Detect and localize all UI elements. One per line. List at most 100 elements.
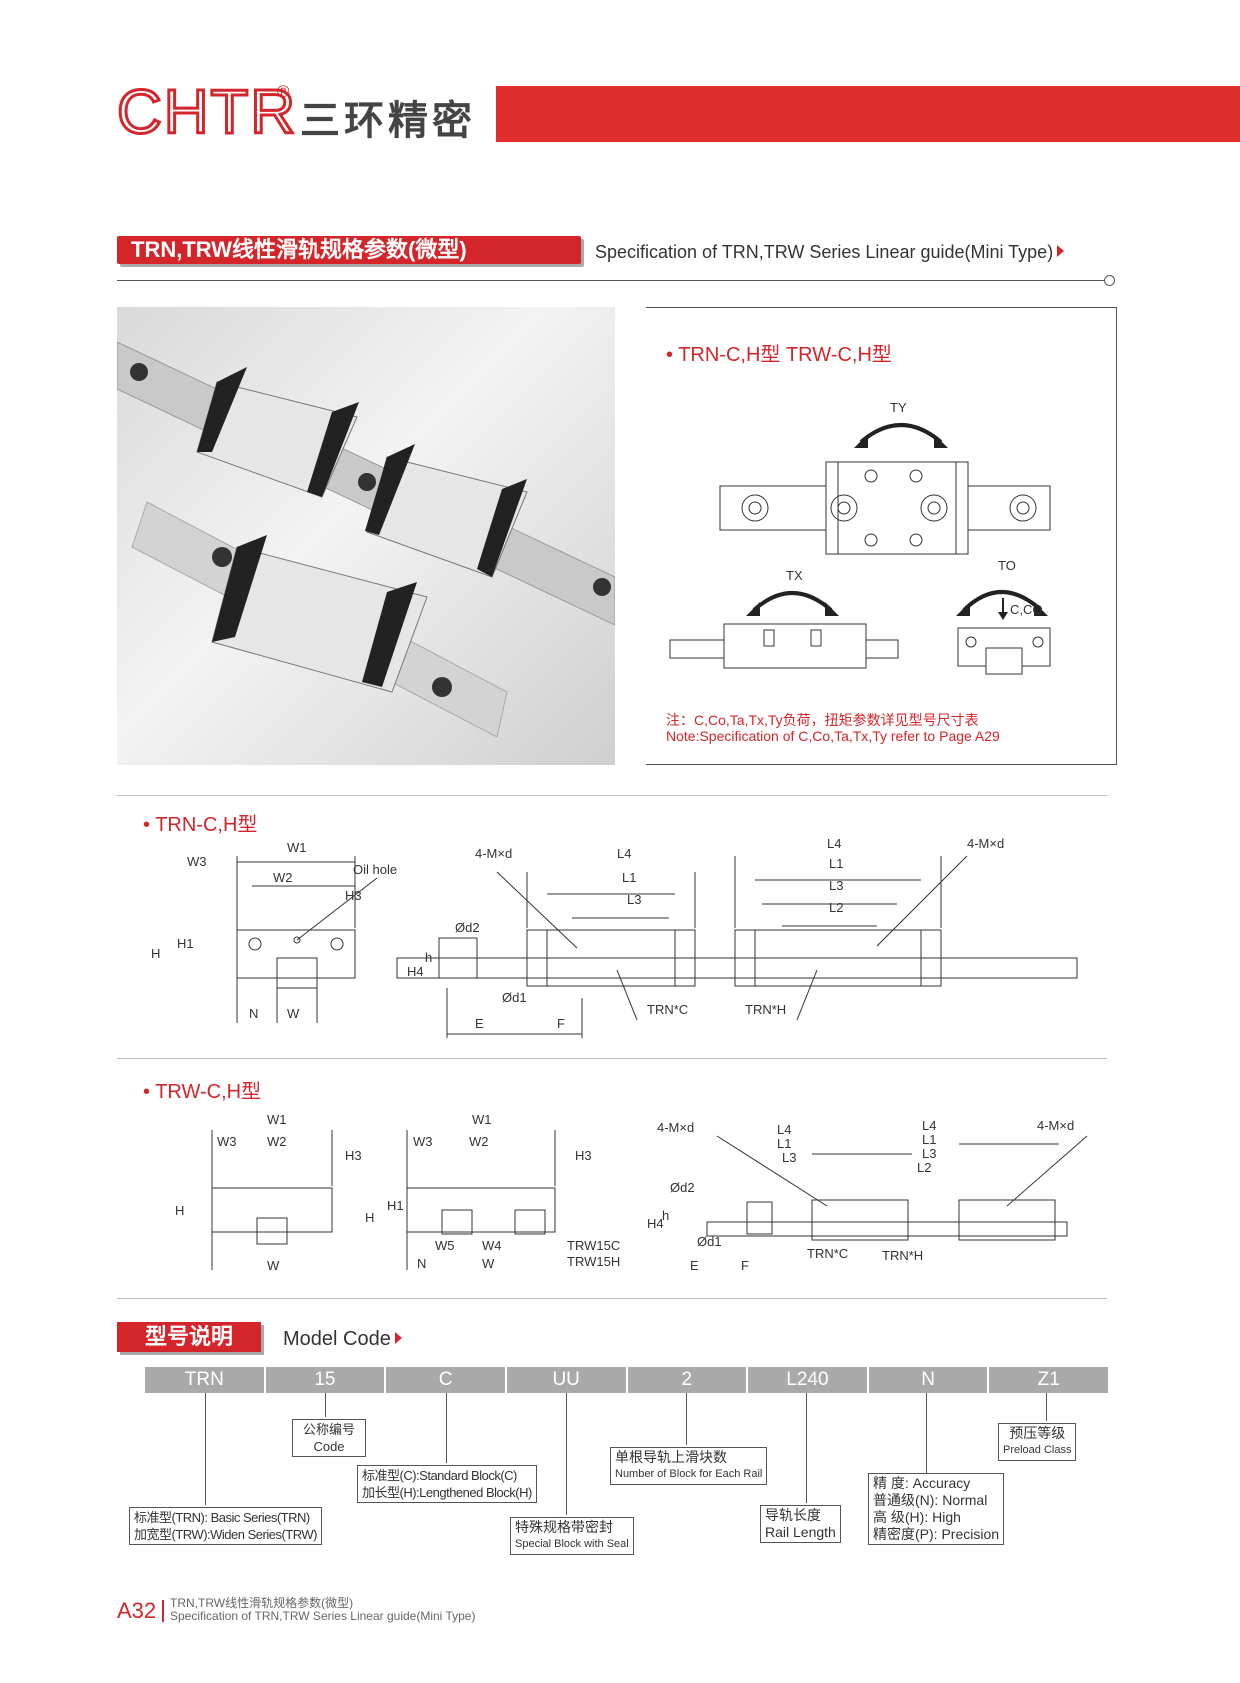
svg-text:L1: L1 — [777, 1136, 791, 1151]
svg-text:h: h — [662, 1208, 669, 1223]
registered-mark: ® — [277, 82, 290, 101]
svg-text:H: H — [151, 946, 160, 961]
svg-text:E: E — [690, 1258, 699, 1273]
model-code-title: Model Code — [283, 1328, 402, 1351]
connector-line — [806, 1393, 807, 1503]
divider — [117, 1298, 1107, 1299]
arrow-right-icon — [394, 1332, 402, 1344]
code-size: 15 — [266, 1367, 387, 1393]
svg-text:Oil hole: Oil hole — [353, 862, 397, 877]
connector-line — [1046, 1393, 1047, 1421]
code-length: L240 — [748, 1367, 869, 1393]
svg-text:TY: TY — [890, 400, 907, 415]
trw-title: • TRW-C,H型 — [143, 1081, 262, 1103]
svg-text:W1: W1 — [472, 1112, 492, 1127]
svg-text:H4: H4 — [647, 1216, 664, 1231]
svg-text:TRN*H: TRN*H — [745, 1002, 786, 1017]
svg-text:h: h — [425, 950, 432, 965]
svg-text:H3: H3 — [345, 1148, 362, 1163]
to-diagram: TO C,CO — [956, 558, 1051, 675]
infobox-title: • TRN-C,H型 TRW-C,H型 — [666, 344, 892, 366]
svg-text:F: F — [741, 1258, 749, 1273]
code-seal: UU — [507, 1367, 628, 1393]
model-code-tag: 型号说明 — [117, 1322, 261, 1352]
svg-text:Ød2: Ød2 — [455, 920, 480, 935]
section-rule — [117, 280, 1105, 281]
page-number: A32 — [117, 1598, 157, 1623]
svg-text:L1: L1 — [622, 870, 636, 885]
note-en: Note:Specification of C,Co,Ta,Tx,Ty refe… — [666, 728, 1000, 744]
svg-text:TRN*H: TRN*H — [882, 1248, 923, 1263]
svg-text:TO: TO — [998, 558, 1016, 573]
svg-text:H3: H3 — [575, 1148, 592, 1163]
load-info-box: • TRN-C,H型 TRW-C,H型 TY TX TO — [646, 307, 1117, 765]
code-preload: Z1 — [1037, 1369, 1060, 1390]
trn-title: • TRN-C,H型 — [143, 814, 258, 836]
brand-logo: CHTR — [115, 78, 298, 147]
carriage-3 — [211, 535, 428, 693]
svg-text:L4: L4 — [777, 1122, 791, 1137]
model-code-bar: TRN 15 C UU 2 L240 N Z1 — [145, 1367, 1108, 1393]
section-title-en: Specification of TRN,TRW Series Linear g… — [595, 242, 1065, 263]
svg-text:4-M×d: 4-M×d — [657, 1120, 694, 1135]
block-type-box: 标准型(C):Standard Block(C)加长型(H):Lengthene… — [357, 1465, 537, 1503]
trw-drawing: W1 W3 W2 H3 H W W1 W3 W2 H3 H H1 N W5 W4… — [175, 1112, 1088, 1273]
svg-text:4-M×d: 4-M×d — [967, 838, 1004, 851]
series-box: 标准型(TRN): Basic Series(TRN)加宽型(TRW):Wide… — [129, 1507, 322, 1545]
svg-text:TRW15H: TRW15H — [567, 1254, 620, 1269]
connector-line — [926, 1393, 927, 1479]
svg-text:H4: H4 — [407, 964, 424, 979]
code-block: C — [386, 1367, 507, 1393]
svg-text:W2: W2 — [273, 870, 293, 885]
svg-text:H3: H3 — [345, 888, 362, 903]
svg-text:W4: W4 — [482, 1238, 502, 1253]
svg-text:Ød1: Ød1 — [697, 1234, 722, 1249]
svg-text:W3: W3 — [413, 1134, 433, 1149]
svg-text:N: N — [249, 1006, 258, 1021]
carriage-1 — [196, 367, 359, 498]
svg-text:L1: L1 — [829, 856, 843, 871]
section-tag: TRN,TRW线性滑轨规格参数(微型) — [117, 236, 581, 264]
tx-diagram: TX — [669, 568, 899, 669]
svg-text:TRN*C: TRN*C — [807, 1246, 848, 1261]
svg-text:L3: L3 — [829, 878, 843, 893]
svg-text:W1: W1 — [287, 840, 307, 855]
svg-text:TRN*C: TRN*C — [647, 1002, 688, 1017]
svg-text:W2: W2 — [469, 1134, 489, 1149]
svg-text:W3: W3 — [187, 854, 207, 869]
svg-text:L1: L1 — [922, 1132, 936, 1147]
trn-drawing: W1 W3 W2 Oil hole H3 H H1 N W 4-M×d L4 L… — [151, 838, 1078, 1038]
svg-text:L3: L3 — [922, 1146, 936, 1161]
arrow-right-icon — [1057, 245, 1065, 257]
svg-text:W: W — [267, 1258, 280, 1273]
svg-text:C,CO: C,CO — [1010, 602, 1043, 617]
code-count: 2 — [628, 1367, 749, 1393]
divider — [117, 1058, 1107, 1059]
svg-text:N: N — [417, 1256, 426, 1271]
svg-text:W2: W2 — [267, 1134, 287, 1149]
svg-text:L2: L2 — [829, 900, 843, 915]
note-cn: 注：C,Co,Ta,Tx,Ty负荷，扭矩参数详见型号尺寸表 — [666, 712, 979, 728]
brand-name-cn: 三环精密 — [300, 99, 476, 143]
svg-text:W3: W3 — [217, 1134, 237, 1149]
svg-text:H: H — [365, 1210, 374, 1225]
svg-text:L4: L4 — [922, 1118, 936, 1133]
footer-divider — [162, 1600, 164, 1622]
connector-line — [205, 1393, 206, 1505]
header-red-bar — [496, 86, 1240, 142]
svg-text:L4: L4 — [617, 846, 631, 861]
svg-text:L3: L3 — [627, 892, 641, 907]
connector-line — [446, 1393, 447, 1463]
connector-line — [686, 1393, 687, 1445]
svg-text:H1: H1 — [177, 936, 194, 951]
divider — [117, 795, 1107, 796]
svg-text:E: E — [475, 1016, 484, 1031]
svg-text:W: W — [482, 1256, 495, 1271]
code-accuracy: N — [869, 1367, 990, 1393]
